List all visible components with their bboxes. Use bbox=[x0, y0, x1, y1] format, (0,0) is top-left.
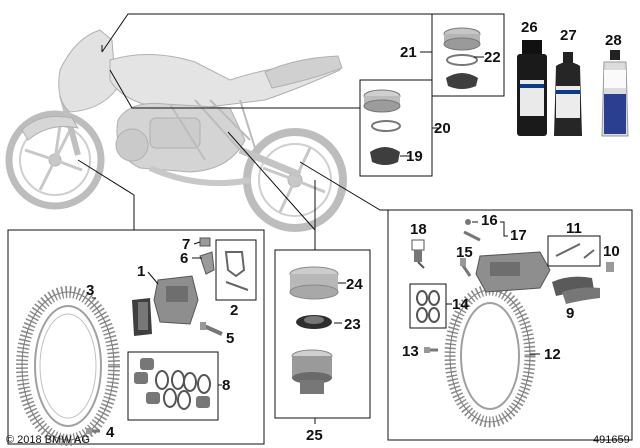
piston-seal-kit bbox=[127, 351, 219, 421]
rear-brake-pads bbox=[552, 276, 600, 304]
caliper-bolt bbox=[200, 322, 223, 336]
callout-17: 17 bbox=[510, 227, 527, 244]
callout-2: 2 bbox=[230, 302, 238, 319]
pad-spring-group bbox=[215, 239, 257, 301]
master-cylinder-group: 24 23 25 bbox=[274, 249, 371, 444]
rear-caliper bbox=[475, 251, 551, 293]
copyright-text: © 2018 BMW AG bbox=[6, 434, 90, 446]
callout-9: 9 bbox=[566, 305, 574, 322]
callout-4: 4 bbox=[106, 424, 115, 441]
caliper-mount-bolt bbox=[460, 258, 472, 277]
callout-14: 14 bbox=[452, 296, 469, 313]
callout-10: 10 bbox=[603, 243, 620, 260]
rear-brake-group: 12 18 16 17 15 bbox=[387, 209, 633, 441]
callout-6: 6 bbox=[180, 250, 188, 267]
front-brake-group: 3 1 7 6 2 5 bbox=[7, 229, 265, 446]
rear-pad-pins bbox=[547, 235, 614, 272]
callout-3: 3 bbox=[86, 282, 94, 299]
callout-11: 11 bbox=[566, 220, 582, 237]
rear-disc-bolt bbox=[424, 347, 438, 353]
callout-12: 12 bbox=[544, 346, 561, 363]
callout-5: 5 bbox=[226, 330, 234, 347]
diagram-id: 491659 bbox=[593, 434, 630, 446]
callout-25: 25 bbox=[306, 427, 323, 444]
callout-22: 22 bbox=[484, 49, 501, 66]
callout-26: 26 bbox=[521, 19, 538, 36]
reservoir-cap-group-rear: 20 19 bbox=[359, 79, 451, 177]
callout-18: 18 bbox=[410, 221, 427, 238]
callout-16: 16 bbox=[481, 212, 498, 229]
bleed-valve-cap bbox=[411, 239, 425, 269]
callout-23: 23 bbox=[344, 316, 361, 333]
callout-27: 27 bbox=[560, 27, 577, 44]
callout-28: 28 bbox=[605, 32, 622, 49]
callout-24: 24 bbox=[346, 276, 363, 293]
callout-1: 1 bbox=[137, 263, 145, 280]
motorcycle-illustration bbox=[5, 29, 347, 232]
callout-8: 8 bbox=[222, 377, 230, 394]
callout-15: 15 bbox=[456, 244, 473, 261]
callout-20: 20 bbox=[434, 120, 451, 137]
callout-13: 13 bbox=[402, 343, 419, 360]
callout-7: 7 bbox=[182, 236, 190, 253]
rear-piston-seals bbox=[409, 283, 447, 329]
caliper-pins bbox=[199, 237, 215, 275]
front-caliper bbox=[132, 275, 199, 336]
bleed-screw bbox=[463, 219, 481, 242]
front-brake-disc bbox=[16, 286, 120, 446]
disc-bolt bbox=[86, 428, 100, 434]
reservoir-cap-group-top: 21 22 bbox=[400, 13, 505, 97]
brake-fluid-bottles: 26 27 28 bbox=[517, 19, 629, 137]
callout-21: 21 bbox=[400, 44, 417, 61]
callout-19: 19 bbox=[406, 148, 423, 165]
